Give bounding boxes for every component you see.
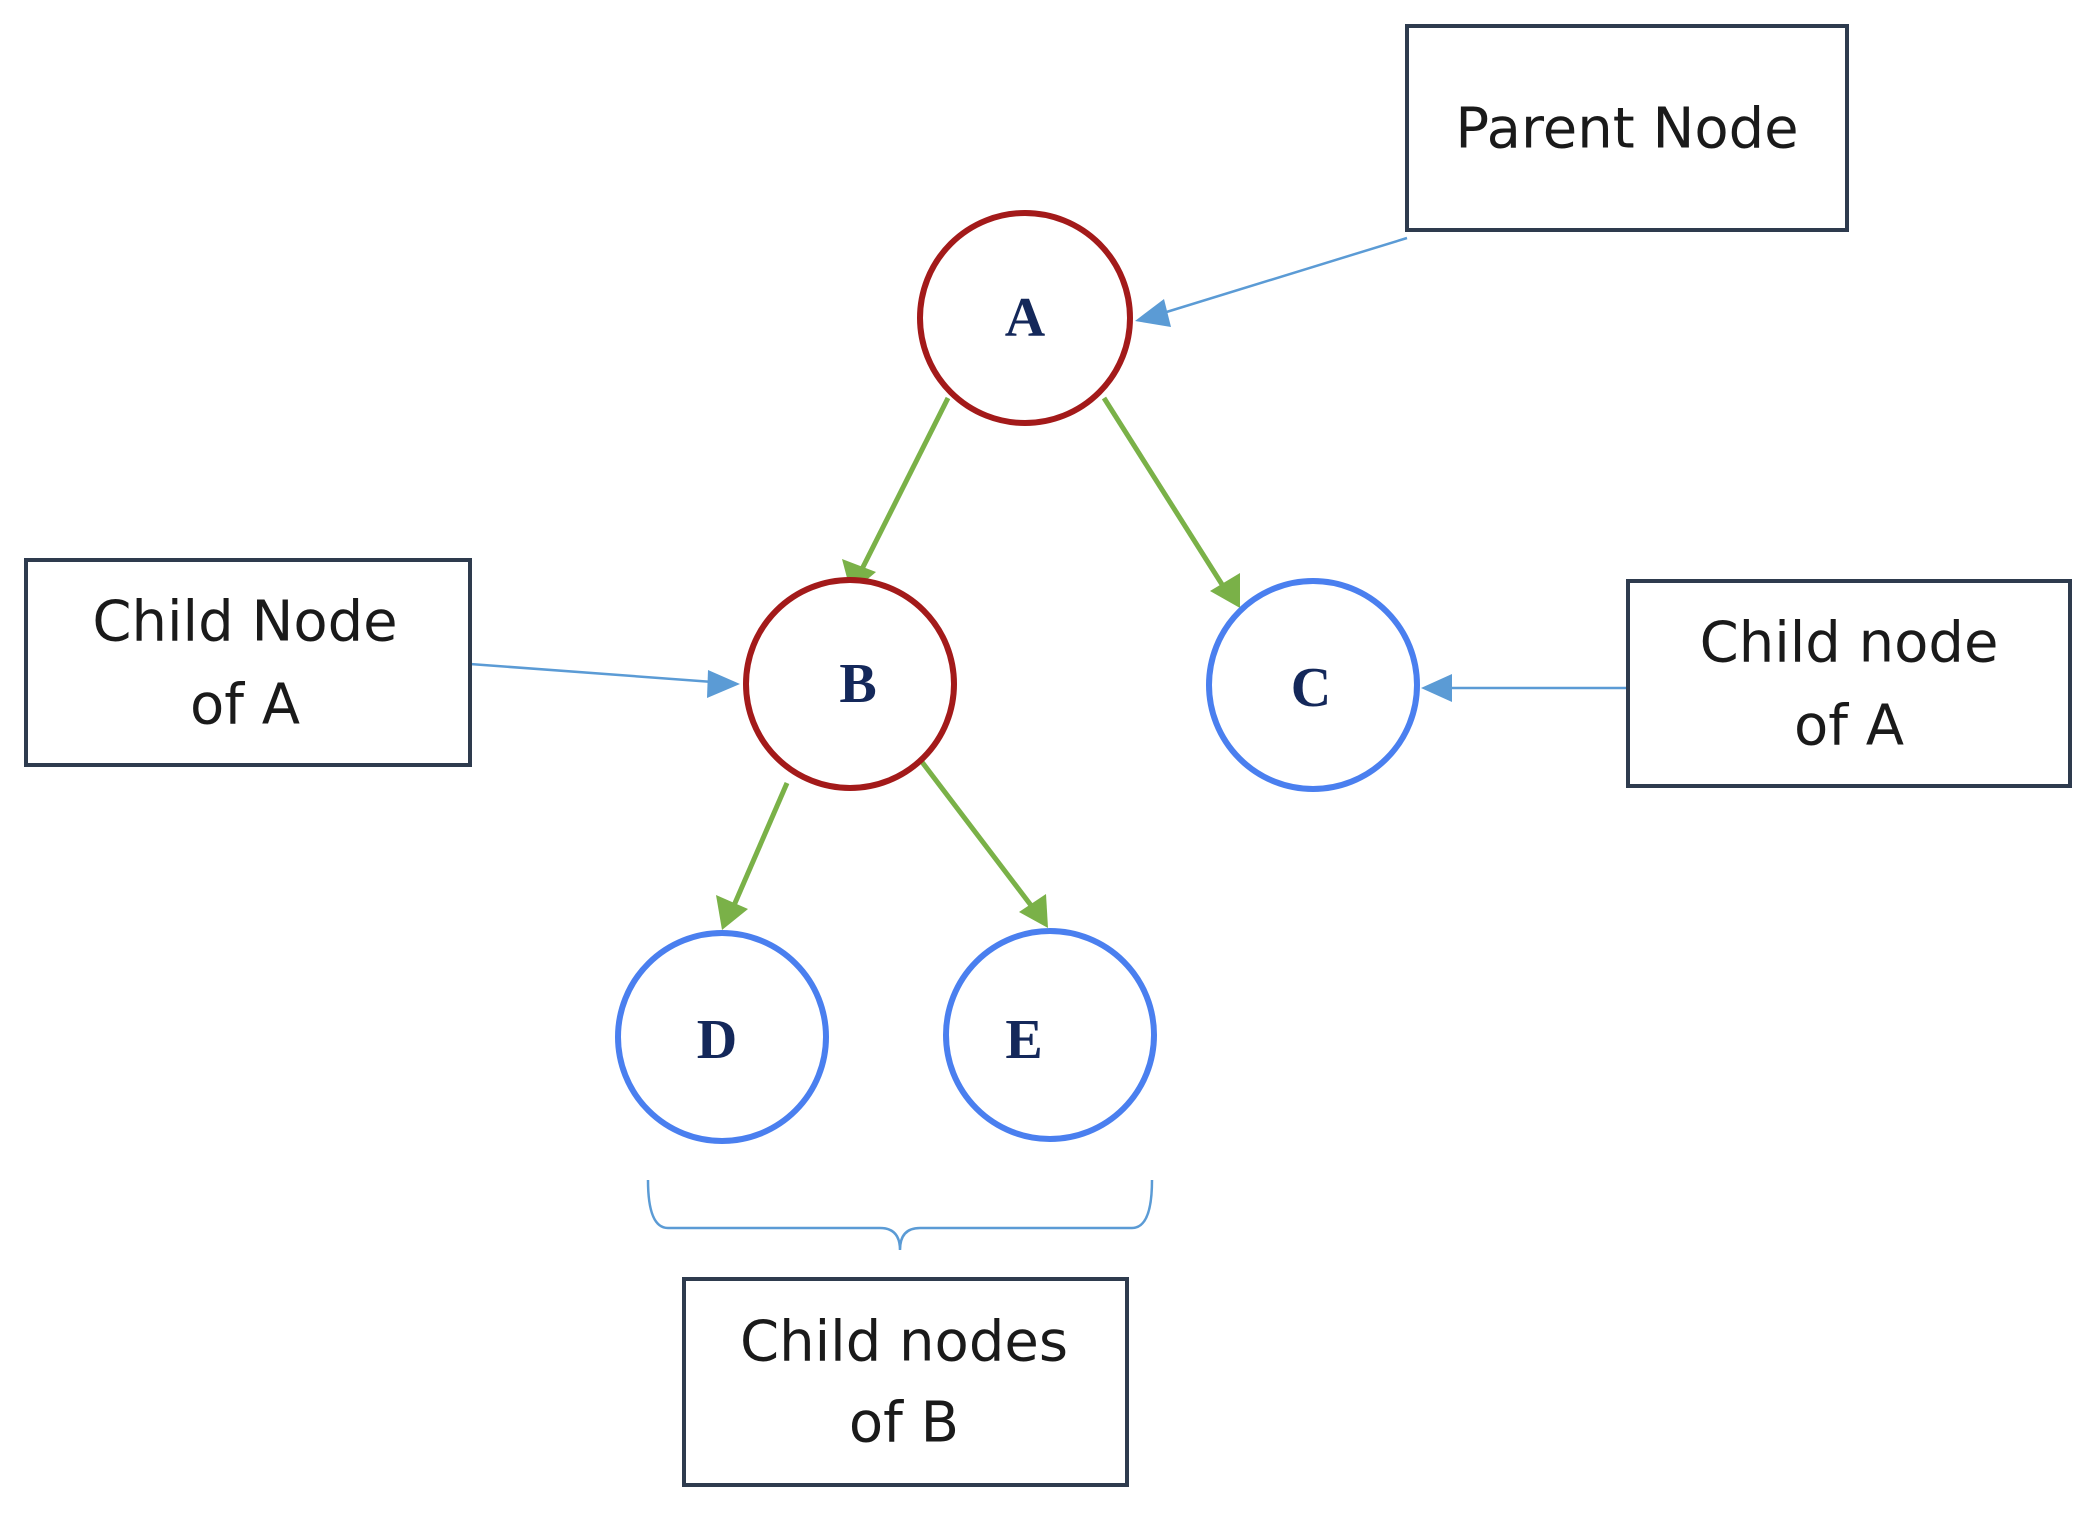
box-child-node-of-a-left-line-2: of A [190, 673, 300, 738]
node-a: A [917, 210, 1133, 426]
box-child-nodes-of-b-frame [682, 1277, 1129, 1487]
node-e-label: E [1005, 1009, 1042, 1071]
edge-b-to-e [920, 760, 1035, 910]
box-child-node-of-a-left: Child Node of A [24, 558, 472, 767]
node-d-label: D [697, 1009, 737, 1071]
node-b-label: B [839, 653, 876, 715]
box-parent-node-line-1: Parent Node [1455, 97, 1798, 162]
box-child-nodes-of-b: Child nodes of B [682, 1277, 1129, 1487]
node-d: D [615, 930, 829, 1144]
box-child-nodes-of-b-line-1: Child nodes [740, 1310, 1068, 1375]
node-b-circle [743, 577, 957, 791]
node-d-circle [615, 930, 829, 1144]
arrow-left-box-to-b [469, 662, 714, 684]
node-b: B [743, 577, 957, 791]
arrow-right-box-to-c-head [1421, 674, 1452, 702]
edge-b-to-e-arrowhead [1019, 894, 1048, 928]
edge-a-to-c-arrowhead [1210, 573, 1240, 608]
node-e-circle [943, 928, 1157, 1142]
annotation-arrows [469, 236, 1628, 702]
edge-b-to-d-arrowhead [716, 895, 748, 930]
node-a-label: A [1005, 287, 1046, 349]
bracket-d-e [646, 1179, 1154, 1251]
box-parent-node: Parent Node [1405, 24, 1849, 232]
tree-edges [716, 396, 1240, 930]
box-child-node-of-a-left-line-1: Child Node [92, 590, 397, 655]
box-child-node-of-a-right-frame [1626, 579, 2072, 788]
edge-a-to-b [855, 396, 951, 579]
box-parent-node-frame [1405, 24, 1849, 232]
box-child-node-of-a-right-line-2: of A [1794, 694, 1904, 759]
box-child-node-of-a-right-line-1: Child node [1700, 611, 1999, 676]
edge-a-to-c [1101, 396, 1226, 588]
arrow-parent-to-a [1159, 236, 1408, 316]
node-e: E [943, 928, 1157, 1142]
node-c: C [1206, 578, 1420, 792]
node-c-label: C [1291, 657, 1331, 719]
node-a-circle [917, 210, 1133, 426]
box-child-node-of-a-left-frame [24, 558, 472, 767]
box-child-nodes-of-b-line-2: of B [849, 1391, 959, 1456]
box-child-node-of-a-right: Child node of A [1626, 579, 2072, 788]
node-c-circle [1206, 578, 1420, 792]
arrow-left-box-to-b-head [707, 670, 740, 698]
edge-b-to-d [729, 782, 790, 911]
arrow-parent-to-a-head [1135, 299, 1171, 327]
